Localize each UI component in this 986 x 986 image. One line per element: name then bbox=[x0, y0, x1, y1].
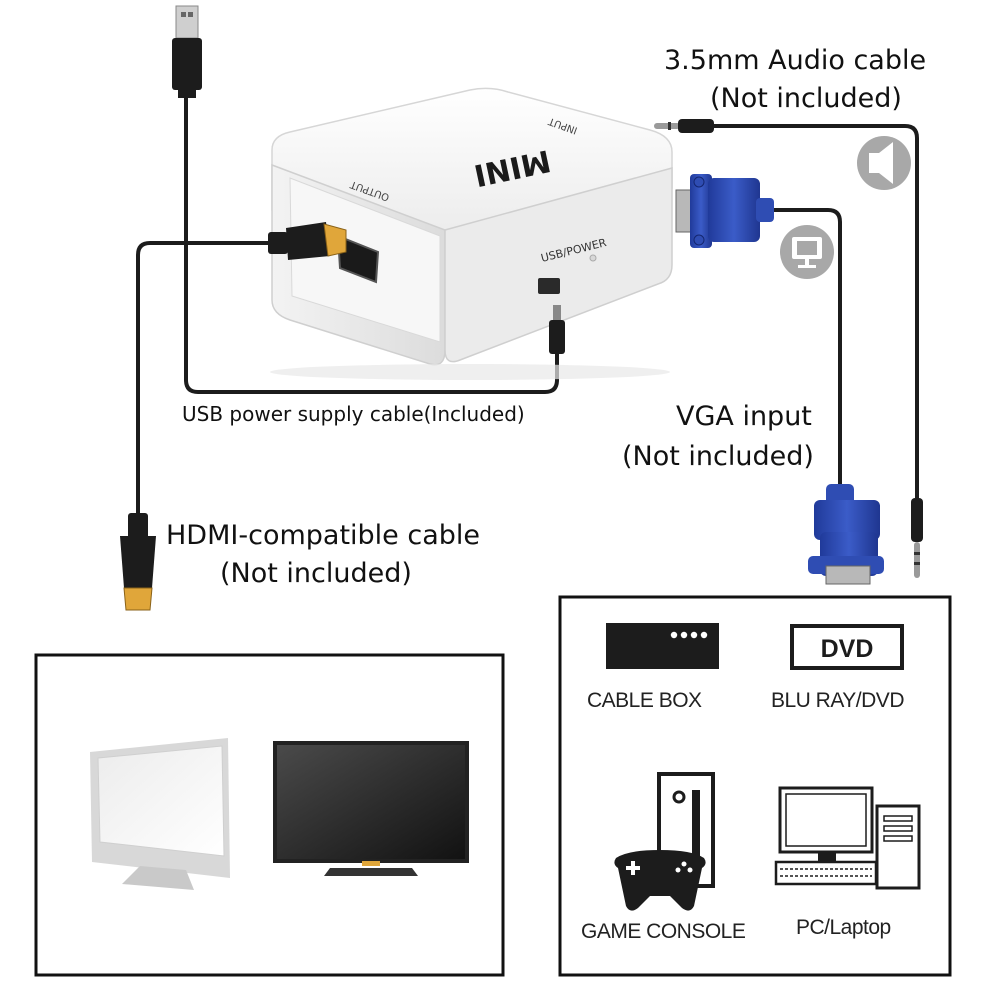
television-icon bbox=[273, 741, 469, 876]
game-console-label: GAME CONSOLE bbox=[581, 920, 746, 943]
hdmi-plug-bottom-icon bbox=[120, 513, 156, 611]
computer-monitor-icon bbox=[90, 738, 230, 890]
hdmi-cable-note: (Not included) bbox=[220, 558, 412, 589]
audio-cable-label: 3.5mm Audio cable bbox=[664, 45, 927, 76]
power-port bbox=[538, 278, 560, 294]
source-devices-frame bbox=[558, 595, 952, 977]
cable-box-label: CABLE BOX bbox=[587, 689, 702, 712]
game-console-icon bbox=[614, 772, 715, 911]
output-displays-frame bbox=[34, 653, 505, 977]
blu-ray-label: BLU RAY/DVD bbox=[771, 689, 904, 712]
hdmi-port bbox=[336, 234, 380, 284]
vga-connector-bottom-icon bbox=[808, 484, 884, 585]
monitor-small-icon bbox=[780, 225, 834, 279]
hdmi-cable-label: HDMI-compatible cable bbox=[166, 520, 481, 551]
pc-laptop-label: PC/Laptop bbox=[796, 916, 891, 939]
adapter-box bbox=[270, 87, 673, 380]
cables bbox=[136, 93, 919, 517]
usb-cable-label: USB power supply cable(Included) bbox=[182, 402, 525, 426]
vga-input-label: VGA input bbox=[676, 401, 812, 432]
usb-power-cable bbox=[184, 93, 559, 394]
usb-plug-icon bbox=[172, 5, 202, 98]
audio-cable bbox=[710, 124, 919, 502]
dvd-player-icon bbox=[790, 624, 904, 670]
vga-connector-top-icon bbox=[675, 174, 774, 248]
vga-input-note: (Not included) bbox=[622, 441, 814, 472]
audio-jack-bottom-icon bbox=[911, 498, 923, 578]
power-jack-icon bbox=[549, 305, 565, 354]
speaker-icon bbox=[857, 136, 911, 190]
hdmi-plug-top-icon bbox=[268, 222, 347, 260]
cable-box-icon bbox=[606, 623, 719, 669]
dvd-badge-text: DVD bbox=[821, 635, 874, 663]
audio-jack-top-icon bbox=[654, 119, 714, 133]
audio-cable-note: (Not included) bbox=[710, 83, 902, 114]
hdmi-cable bbox=[136, 241, 277, 517]
pc-desktop-icon bbox=[774, 786, 921, 890]
vga-cable bbox=[768, 208, 842, 490]
led-indicator bbox=[589, 254, 597, 262]
